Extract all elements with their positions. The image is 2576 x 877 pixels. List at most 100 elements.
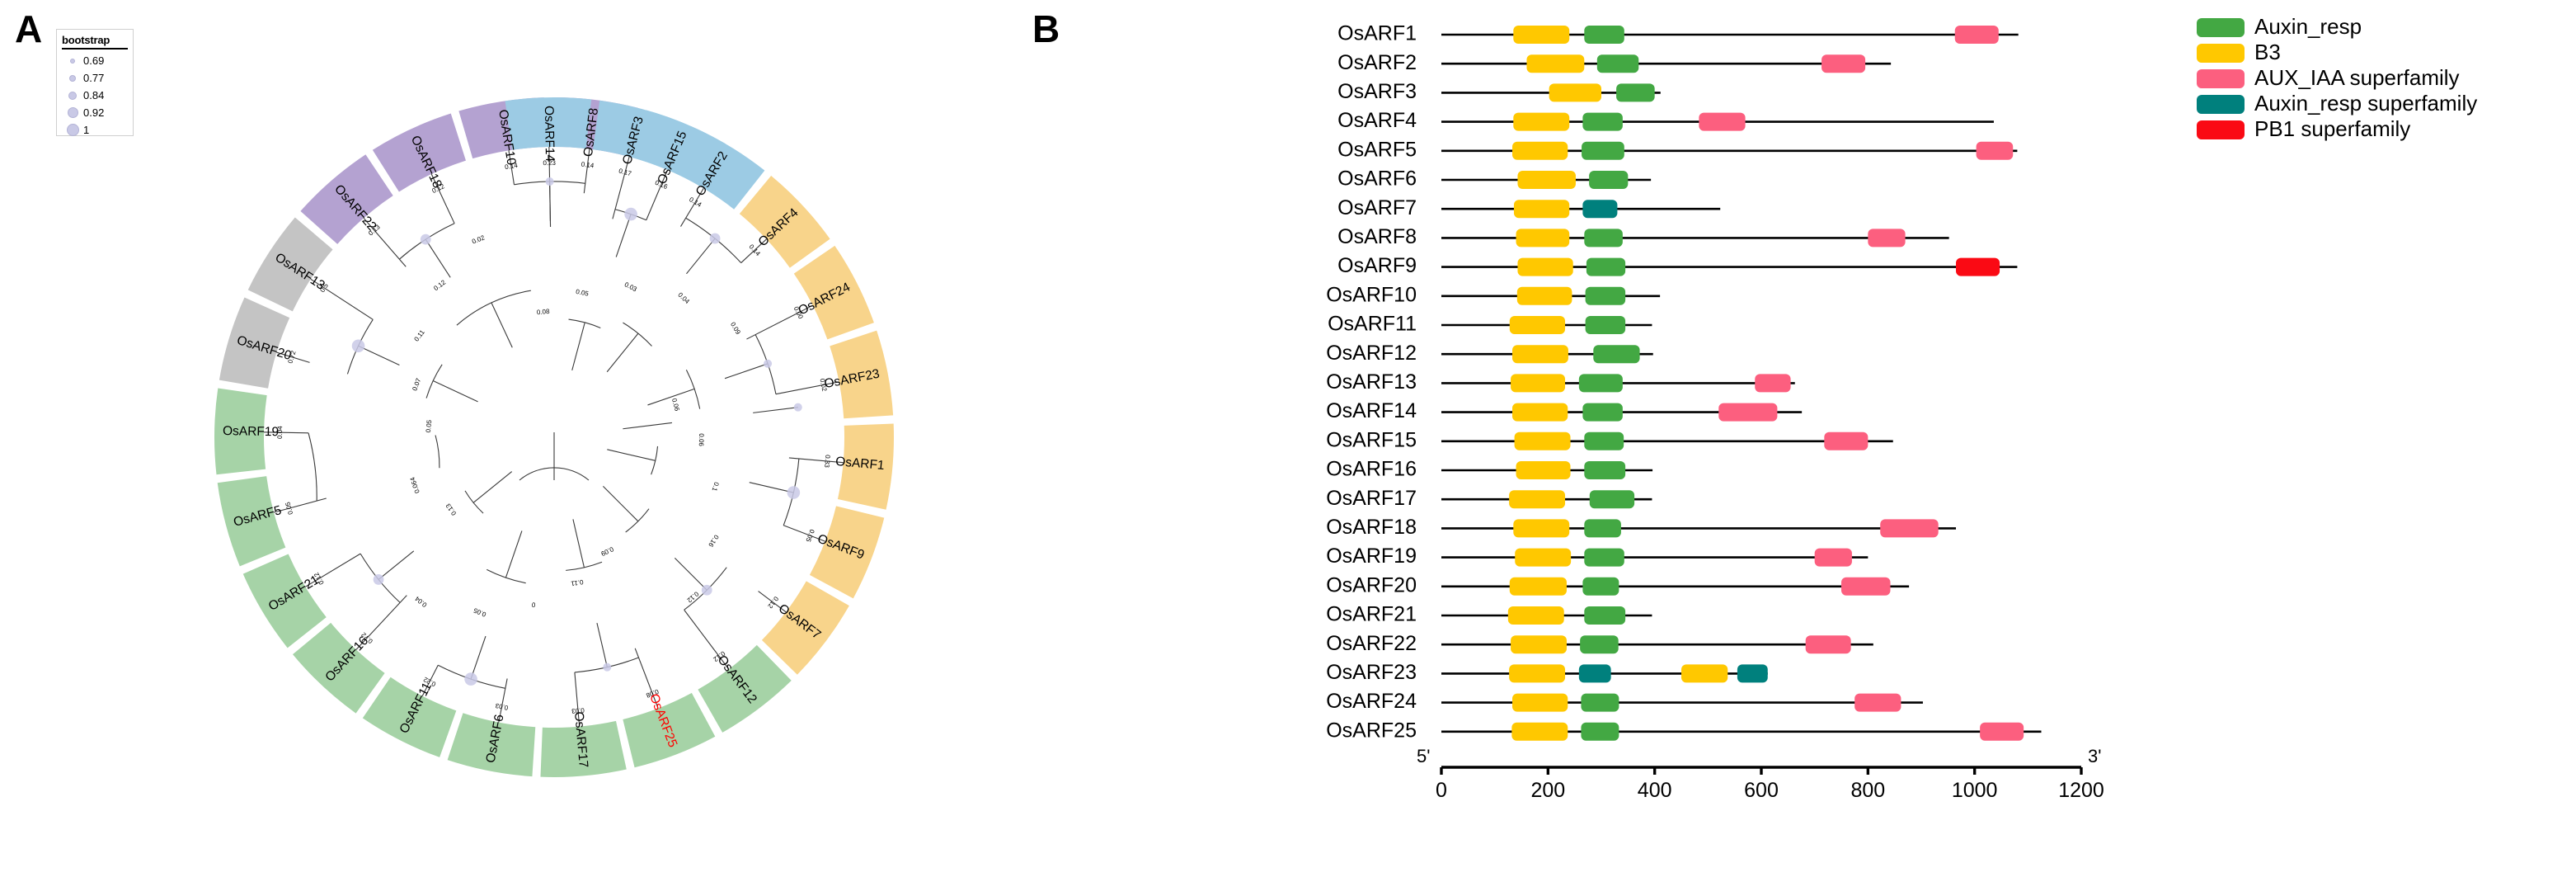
domain-box[interactable] <box>1580 635 1619 654</box>
domain-box[interactable] <box>1584 26 1624 44</box>
domain-box[interactable] <box>1513 26 1570 44</box>
clade-band-green <box>214 388 267 475</box>
domain-box[interactable] <box>1509 577 1567 596</box>
domain-box[interactable] <box>1582 200 1618 219</box>
domain-box[interactable] <box>1511 722 1568 741</box>
domain-box[interactable] <box>1516 229 1570 248</box>
axis-tick-label: 800 <box>1850 779 1885 802</box>
domain-box[interactable] <box>1589 490 1635 509</box>
clade-band-orange <box>739 176 830 268</box>
domain-box[interactable] <box>1584 519 1621 538</box>
domain-box[interactable] <box>1585 286 1626 305</box>
axis-tick-label: 1200 <box>2058 779 2104 802</box>
bootstrap-legend-item: 0.92 <box>62 104 128 121</box>
domain-box[interactable] <box>1880 519 1939 538</box>
domain-box[interactable] <box>1841 577 1891 596</box>
domain-box[interactable] <box>1584 461 1626 479</box>
clade-band-orange <box>830 330 894 419</box>
domain-box[interactable] <box>1718 403 1778 422</box>
domain-box[interactable] <box>1737 664 1768 683</box>
gene-label-osarf5: OsARF5 <box>1337 138 1417 161</box>
taxon-label-osarf14[interactable]: OsARF14 <box>542 106 557 163</box>
domain-box[interactable] <box>1582 141 1624 160</box>
domain-box[interactable] <box>1585 316 1626 334</box>
branch-length-label: 0.14 <box>581 161 595 170</box>
taxon-label-osarf1[interactable]: OsARF1 <box>835 455 886 473</box>
internal-branch-length-label: 0.11 <box>413 328 427 343</box>
domain-box[interactable] <box>1699 112 1746 131</box>
domain-box[interactable] <box>1596 54 1639 73</box>
domain-box[interactable] <box>1578 664 1611 683</box>
domain-box[interactable] <box>1582 577 1619 596</box>
domain-box[interactable] <box>1954 26 1999 44</box>
domain-box[interactable] <box>1584 606 1626 625</box>
domain-box[interactable] <box>1854 693 1901 712</box>
domain-box[interactable] <box>1755 374 1791 393</box>
bootstrap-legend-title: bootstrap <box>62 34 128 50</box>
domain-box[interactable] <box>1517 257 1573 276</box>
clade-band-orange <box>761 581 849 675</box>
branch-length-label: 0.33 <box>823 455 831 469</box>
domain-box[interactable] <box>1581 693 1619 712</box>
domain-box[interactable] <box>1616 83 1655 102</box>
gene-label-osarf22: OsARF22 <box>1326 632 1417 655</box>
taxon-label-osarf17[interactable]: OsARF17 <box>571 711 590 768</box>
domain-box[interactable] <box>1956 257 2000 276</box>
domain-box[interactable] <box>1515 548 1572 567</box>
domain-box[interactable] <box>1512 403 1568 422</box>
clade-band-green <box>362 677 457 757</box>
domain-box[interactable] <box>1976 141 2014 160</box>
domain-box[interactable] <box>1507 606 1564 625</box>
domain-box[interactable] <box>1513 112 1570 131</box>
domain-box[interactable] <box>1805 635 1851 654</box>
domain-box[interactable] <box>1509 664 1566 683</box>
domain-box[interactable] <box>1582 112 1623 131</box>
domain-box[interactable] <box>1814 548 1852 567</box>
domain-box[interactable] <box>1593 345 1640 364</box>
domain-box[interactable] <box>1549 83 1601 102</box>
domain-box[interactable] <box>1824 431 1869 450</box>
gene-label-osarf11: OsARF11 <box>1328 313 1417 336</box>
domain-box[interactable] <box>1578 374 1623 393</box>
domain-box[interactable] <box>1511 374 1566 393</box>
domain-box[interactable] <box>1516 286 1572 305</box>
domain-box[interactable] <box>1514 431 1571 450</box>
domain-box[interactable] <box>1581 722 1619 741</box>
internal-branch-length-label: 0.064 <box>409 476 421 494</box>
domain-box[interactable] <box>1586 257 1626 276</box>
branch-length-label: 0.03 <box>495 701 510 711</box>
domain-box[interactable] <box>1517 171 1576 189</box>
domain-box[interactable] <box>1584 548 1624 567</box>
domain-box[interactable] <box>1512 693 1568 712</box>
domain-box[interactable] <box>1868 229 1906 248</box>
gene-label-osarf25: OsARF25 <box>1326 719 1417 742</box>
domain-box[interactable] <box>1509 490 1566 509</box>
clade-band-purple <box>300 154 393 244</box>
gene-label-osarf18: OsARF18 <box>1326 516 1417 539</box>
domain-box[interactable] <box>1980 722 2024 741</box>
legend-label: AUX_IAA superfamily <box>2254 65 2460 90</box>
bootstrap-node-dot <box>464 672 477 686</box>
domain-box[interactable] <box>1513 200 1570 219</box>
domain-box[interactable] <box>1512 141 1568 160</box>
internal-branch-length-label: 0.12 <box>432 278 447 292</box>
domain-box[interactable] <box>1516 461 1571 479</box>
domain-box[interactable] <box>1582 403 1623 422</box>
gene-rows: OsARF1OsARF2OsARF3OsARF4OsARF5OsARF6OsAR… <box>1326 22 2042 742</box>
domain-box[interactable] <box>1584 431 1624 450</box>
domain-box[interactable] <box>1511 635 1567 654</box>
domain-box[interactable] <box>1822 54 1866 73</box>
domain-box[interactable] <box>1526 54 1585 73</box>
taxon-label-osarf19[interactable]: OsARF19 <box>223 424 279 439</box>
domain-box[interactable] <box>1509 316 1566 334</box>
domain-box[interactable] <box>1512 345 1568 364</box>
domain-box[interactable] <box>1513 519 1570 538</box>
domain-box[interactable] <box>1584 229 1623 248</box>
domain-box[interactable] <box>1589 171 1629 189</box>
domain-box[interactable] <box>1681 664 1728 683</box>
axis-tick-label: 1000 <box>1952 779 1998 802</box>
